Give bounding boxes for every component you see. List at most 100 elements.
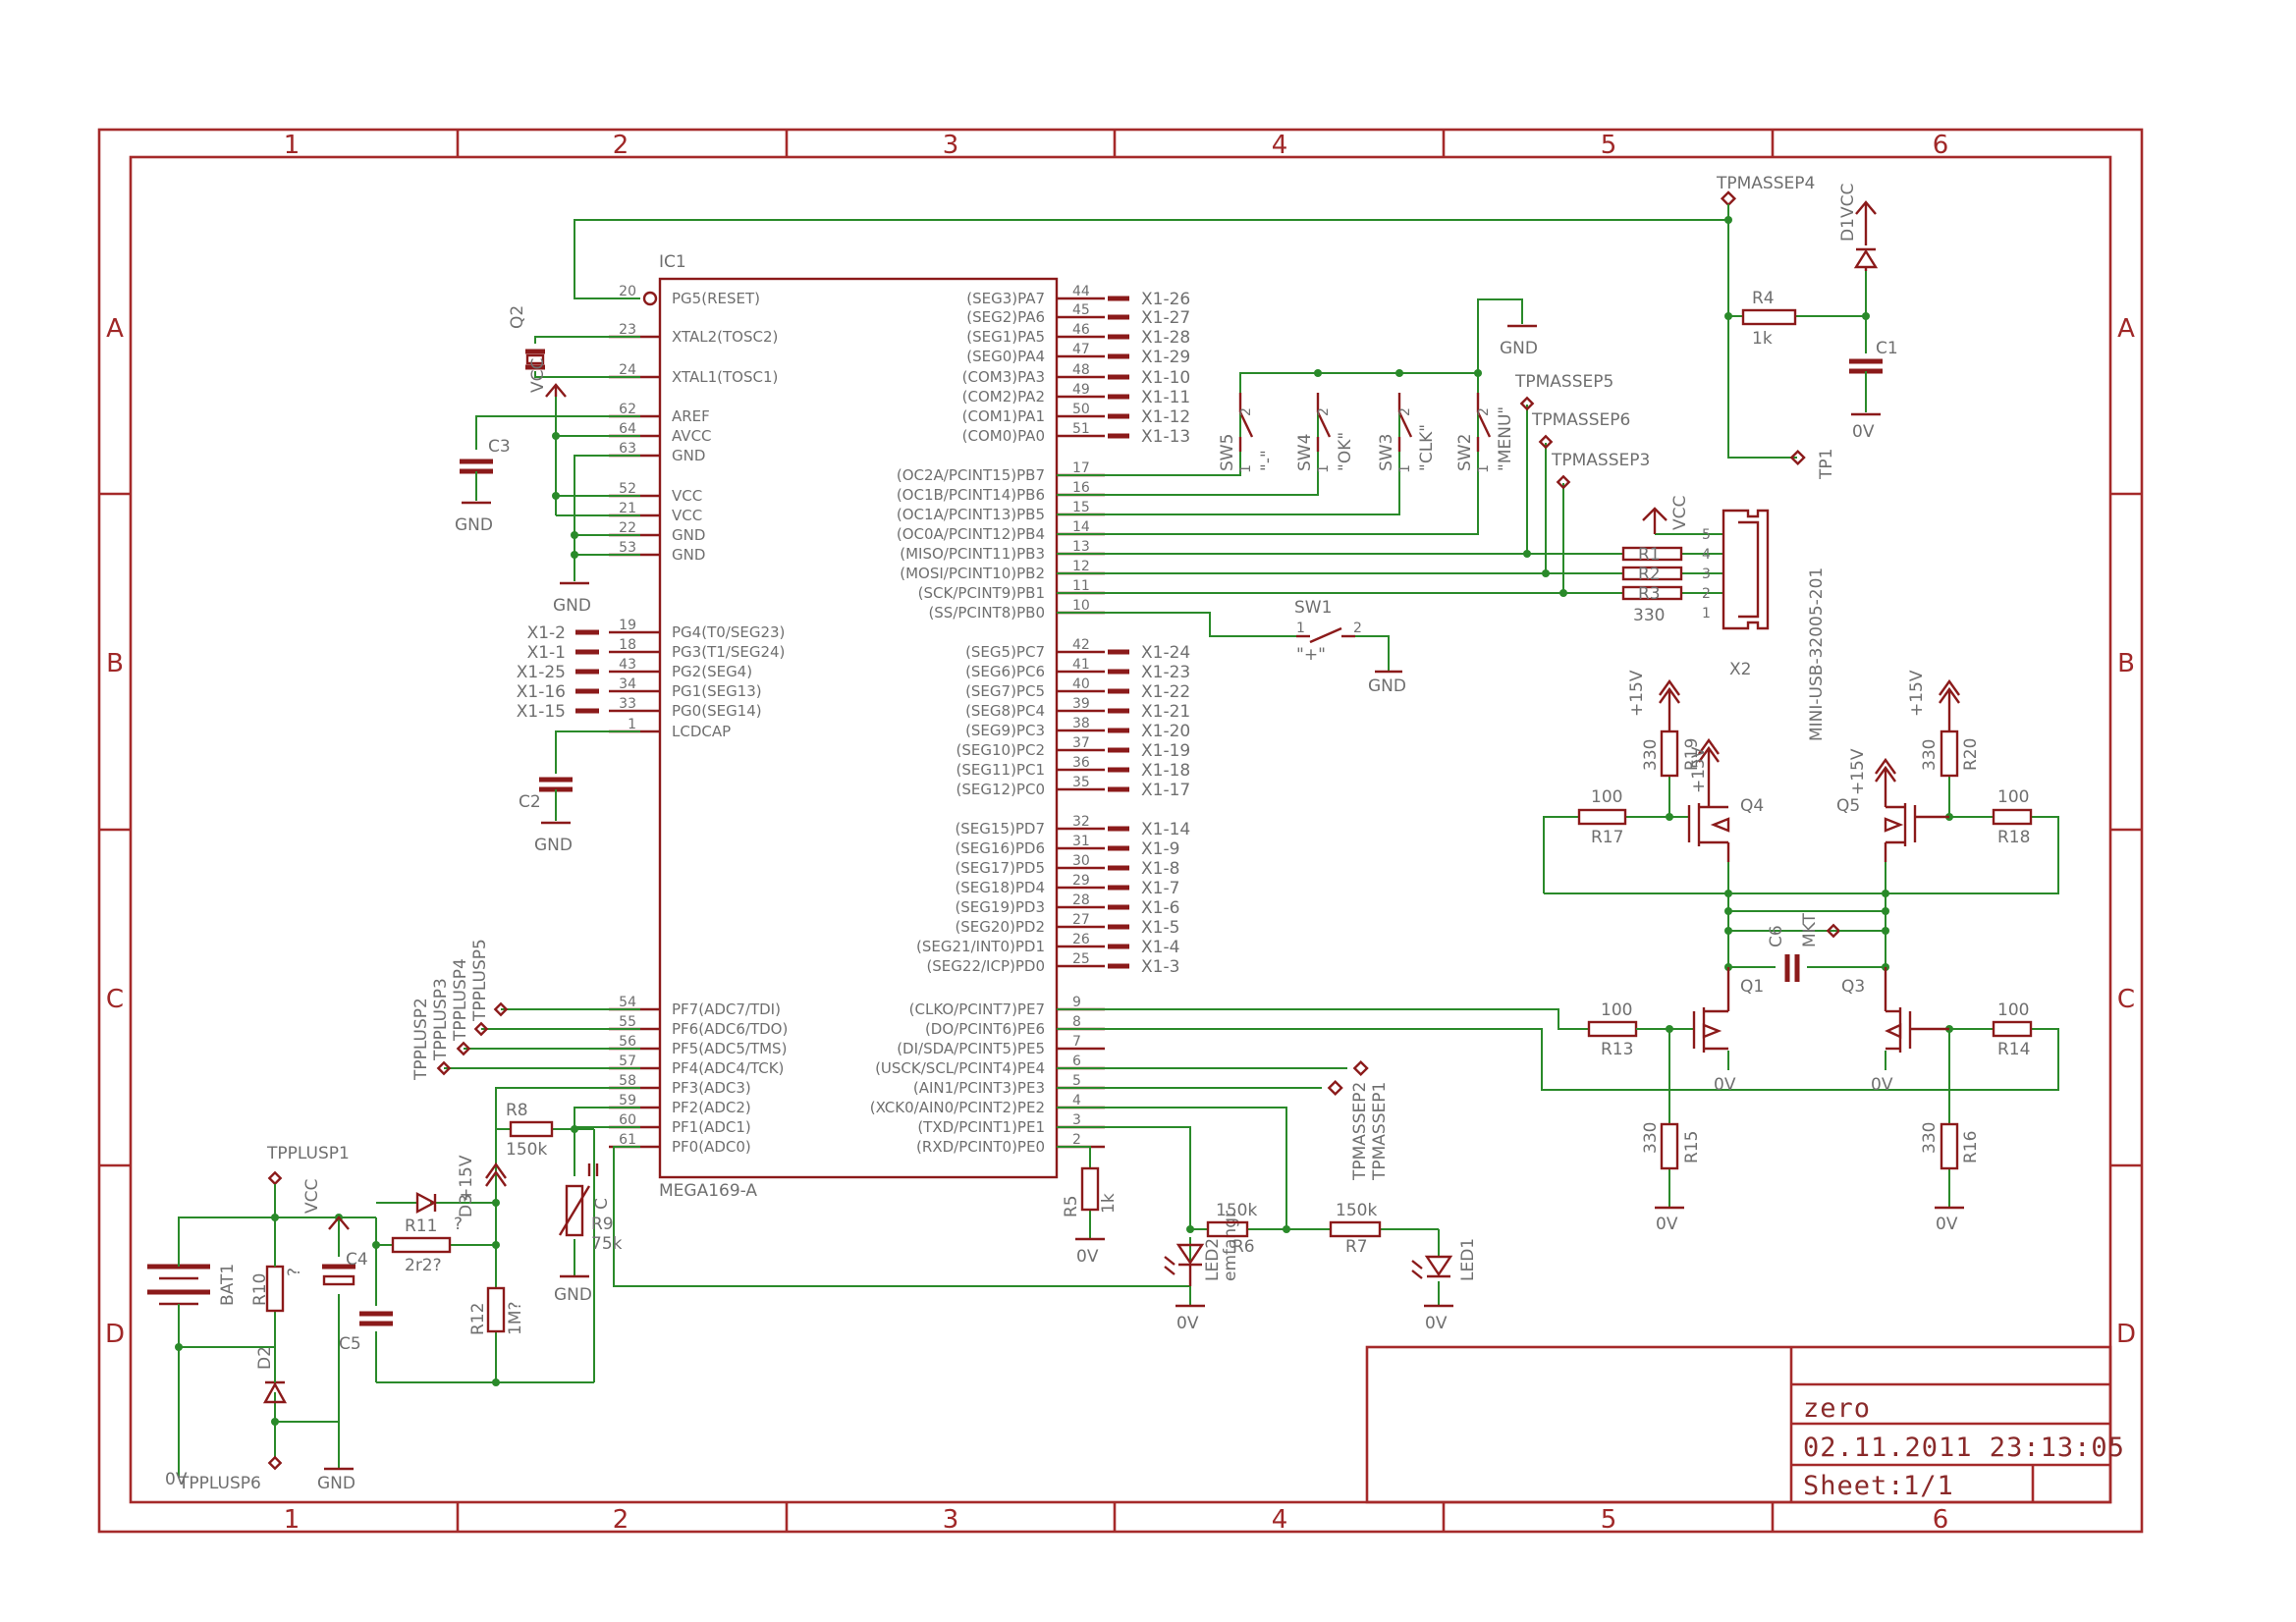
tpmassep1-label: TPMASSEP1 [1370,1082,1390,1181]
c2-label: C2 [519,792,541,812]
c3-capacitor: C3 GND [455,437,511,535]
ic1-right-pin-name: (SEG12)PC0 [957,781,1045,798]
r16-resistor: R16 330 0V [1920,1122,1981,1234]
ic1-left-pin-num: 60 [619,1112,636,1128]
frame-col-1-bottom: 1 [284,1505,301,1535]
sw4-label: SW4 [1295,434,1315,471]
vcc-label-q2: VCC [528,358,548,393]
r8-value: 150k [506,1140,547,1160]
r2-label: R2 [1638,565,1661,584]
ic1-left-pin-num: 53 [619,540,636,556]
q4-label: Q4 [1740,796,1764,816]
ic1-right-pin-num: 7 [1072,1034,1081,1050]
x1-left-label: X1-1 [527,643,566,663]
x1-right-label: X1-24 [1141,643,1190,663]
vcc-label-d1: VCC [1838,184,1858,218]
gnd-label-c3: GND [455,515,493,535]
ic1-left-pin-num: 33 [619,696,636,712]
ic1-right-pin-num: 27 [1072,912,1090,928]
x1-right-label: X1-12 [1141,407,1190,427]
x1-right-label: X1-27 [1141,308,1190,328]
x1-left-label: X1-15 [517,702,566,722]
tpplusp4-label: TPPLUSP4 [451,958,470,1042]
ic1-left-pin-num: 22 [619,520,636,536]
r9-thermistor: R9 75k C GND [554,1163,623,1305]
sw5-label: SW5 [1218,434,1237,471]
ic1-right-pin-name: (SEG7)PC5 [965,682,1045,700]
ic1-right-pin-name: (SEG11)PC1 [957,761,1045,779]
x1-right-label: X1-26 [1141,290,1190,309]
tpplusp3-label: TPPLUSP3 [431,978,451,1061]
c5-label: C5 [339,1334,361,1354]
c6-label: C6 [1767,925,1786,947]
sw3-pin2: 2 [1397,407,1413,416]
ic1-left-pin-num: 34 [619,676,636,692]
x1-right-label: X1-7 [1141,879,1179,898]
sw1-label: SW1 [1294,598,1332,618]
ic1-left-pin-num: 19 [619,618,636,633]
tp1-testpoint: TP1 [1789,449,1836,480]
frame-col-6-top: 6 [1933,131,1949,160]
led2-value: emfangr [1221,1211,1240,1281]
r15-resistor: R15 330 0V [1641,1122,1702,1234]
tpplusp2-label: TPPLUSP2 [411,998,431,1081]
ic1-right-pin-name: (OC0A/PCINT12)PB4 [897,525,1045,543]
d3-label: D3 [457,1194,476,1217]
r10-resistor: R10 ? [250,1249,304,1313]
x1-right-label: X1-11 [1141,388,1190,407]
ic1-right-pin-name: (SEG15)PD7 [955,820,1045,838]
r9-wiper: C [592,1198,612,1210]
ic1-right-pin-num: 31 [1072,834,1090,849]
ic1-left-pin-name: PF2(ADC2) [672,1099,751,1116]
r16-label: R16 [1961,1131,1981,1163]
x2-pin-4: 4 [1702,547,1711,563]
ic1-right-pin-num: 45 [1072,302,1090,318]
title-block-sheet-value: 1/1 [1903,1471,1954,1501]
tpplusp1-testpoint: TPPLUSP1 [266,1144,350,1217]
r20-resistor: +15V R20 330 [1907,670,1981,778]
ic1-right-pin-name: (SEG19)PD3 [955,898,1045,916]
ic1-right-pin-name: (MISO/PCINT11)PB3 [900,545,1045,563]
ic1-value: MEGA169-A [659,1181,757,1201]
plus15-label-left: +15V [457,1155,476,1202]
ic1-left-pin-num: 58 [619,1073,636,1089]
tpmassep2-label: TPMASSEP2 [1350,1082,1370,1181]
ic1-right-pin-num: 49 [1072,382,1090,398]
x1-left-label: X1-2 [527,623,566,643]
ic1-left-pin-name: PF1(ADC1) [672,1118,751,1136]
ic1-name: IC1 [659,252,686,272]
ic1-right-pin-num: 2 [1072,1132,1081,1148]
ic1-right-pin-num: 28 [1072,892,1090,908]
q2-crystal: Q2 [508,305,545,370]
ic1-left-pin-name: AREF [672,407,710,425]
sw2-switch: SW2 2 1 "MENU" [1455,393,1515,473]
ic1-left-pin-num: 23 [619,322,636,338]
r1-r2-r3-value: 330 [1633,606,1665,625]
frame-row-a-right: A [2117,314,2135,344]
ic1-right-pin-num: 30 [1072,853,1090,869]
x1-right-connector-labels: X1-26X1-27X1-28X1-29X1-10X1-11X1-12X1-13… [1108,290,1190,977]
tpmassep6-testpoint: TPMASSEP6 [1531,410,1630,450]
x1-right-label: X1-5 [1141,918,1179,938]
ic1-left-pin-name: PF3(ADC3) [672,1079,751,1097]
ic1-right-pin-num: 42 [1072,637,1090,653]
tpmassep5-testpoint: TPMASSEP5 [1514,372,1613,411]
tpmassep1-2-testpoints: TPMASSEP2 TPMASSEP1 [1327,1059,1390,1181]
r12-resistor: R12 1M? [468,1286,525,1335]
x1-right-label: X1-6 [1141,898,1179,918]
r6-label: R6 [1232,1237,1255,1257]
drawing-frame: 1 2 3 4 5 6 1 2 3 4 5 6 A B C D A B C D [97,128,2144,1535]
tpplusp6-label: TPPLUSP6 [178,1474,261,1493]
zero-v-label-c1: 0V [1852,422,1875,442]
r15-label: R15 [1682,1131,1702,1163]
sw1-name: "+" [1296,645,1326,665]
frame-row-d-right: D [2116,1320,2136,1349]
ic1-right-pin-name: (COM1)PA1 [962,407,1045,425]
ic1-right-pin-name: (COM3)PA3 [962,368,1045,386]
ic1-left-pin-name: PG3(T1/SEG24) [672,643,785,661]
ic1-right-pin-num: 36 [1072,755,1090,771]
ic1-right-pin-name: (DO/PCINT6)PE6 [925,1020,1045,1038]
ic1-left-pin-name: XTAL2(TOSC2) [672,328,778,346]
q5-mosfet: +15V Q5 [1836,748,1949,862]
ic1-right-pin-num: 3 [1072,1112,1081,1128]
